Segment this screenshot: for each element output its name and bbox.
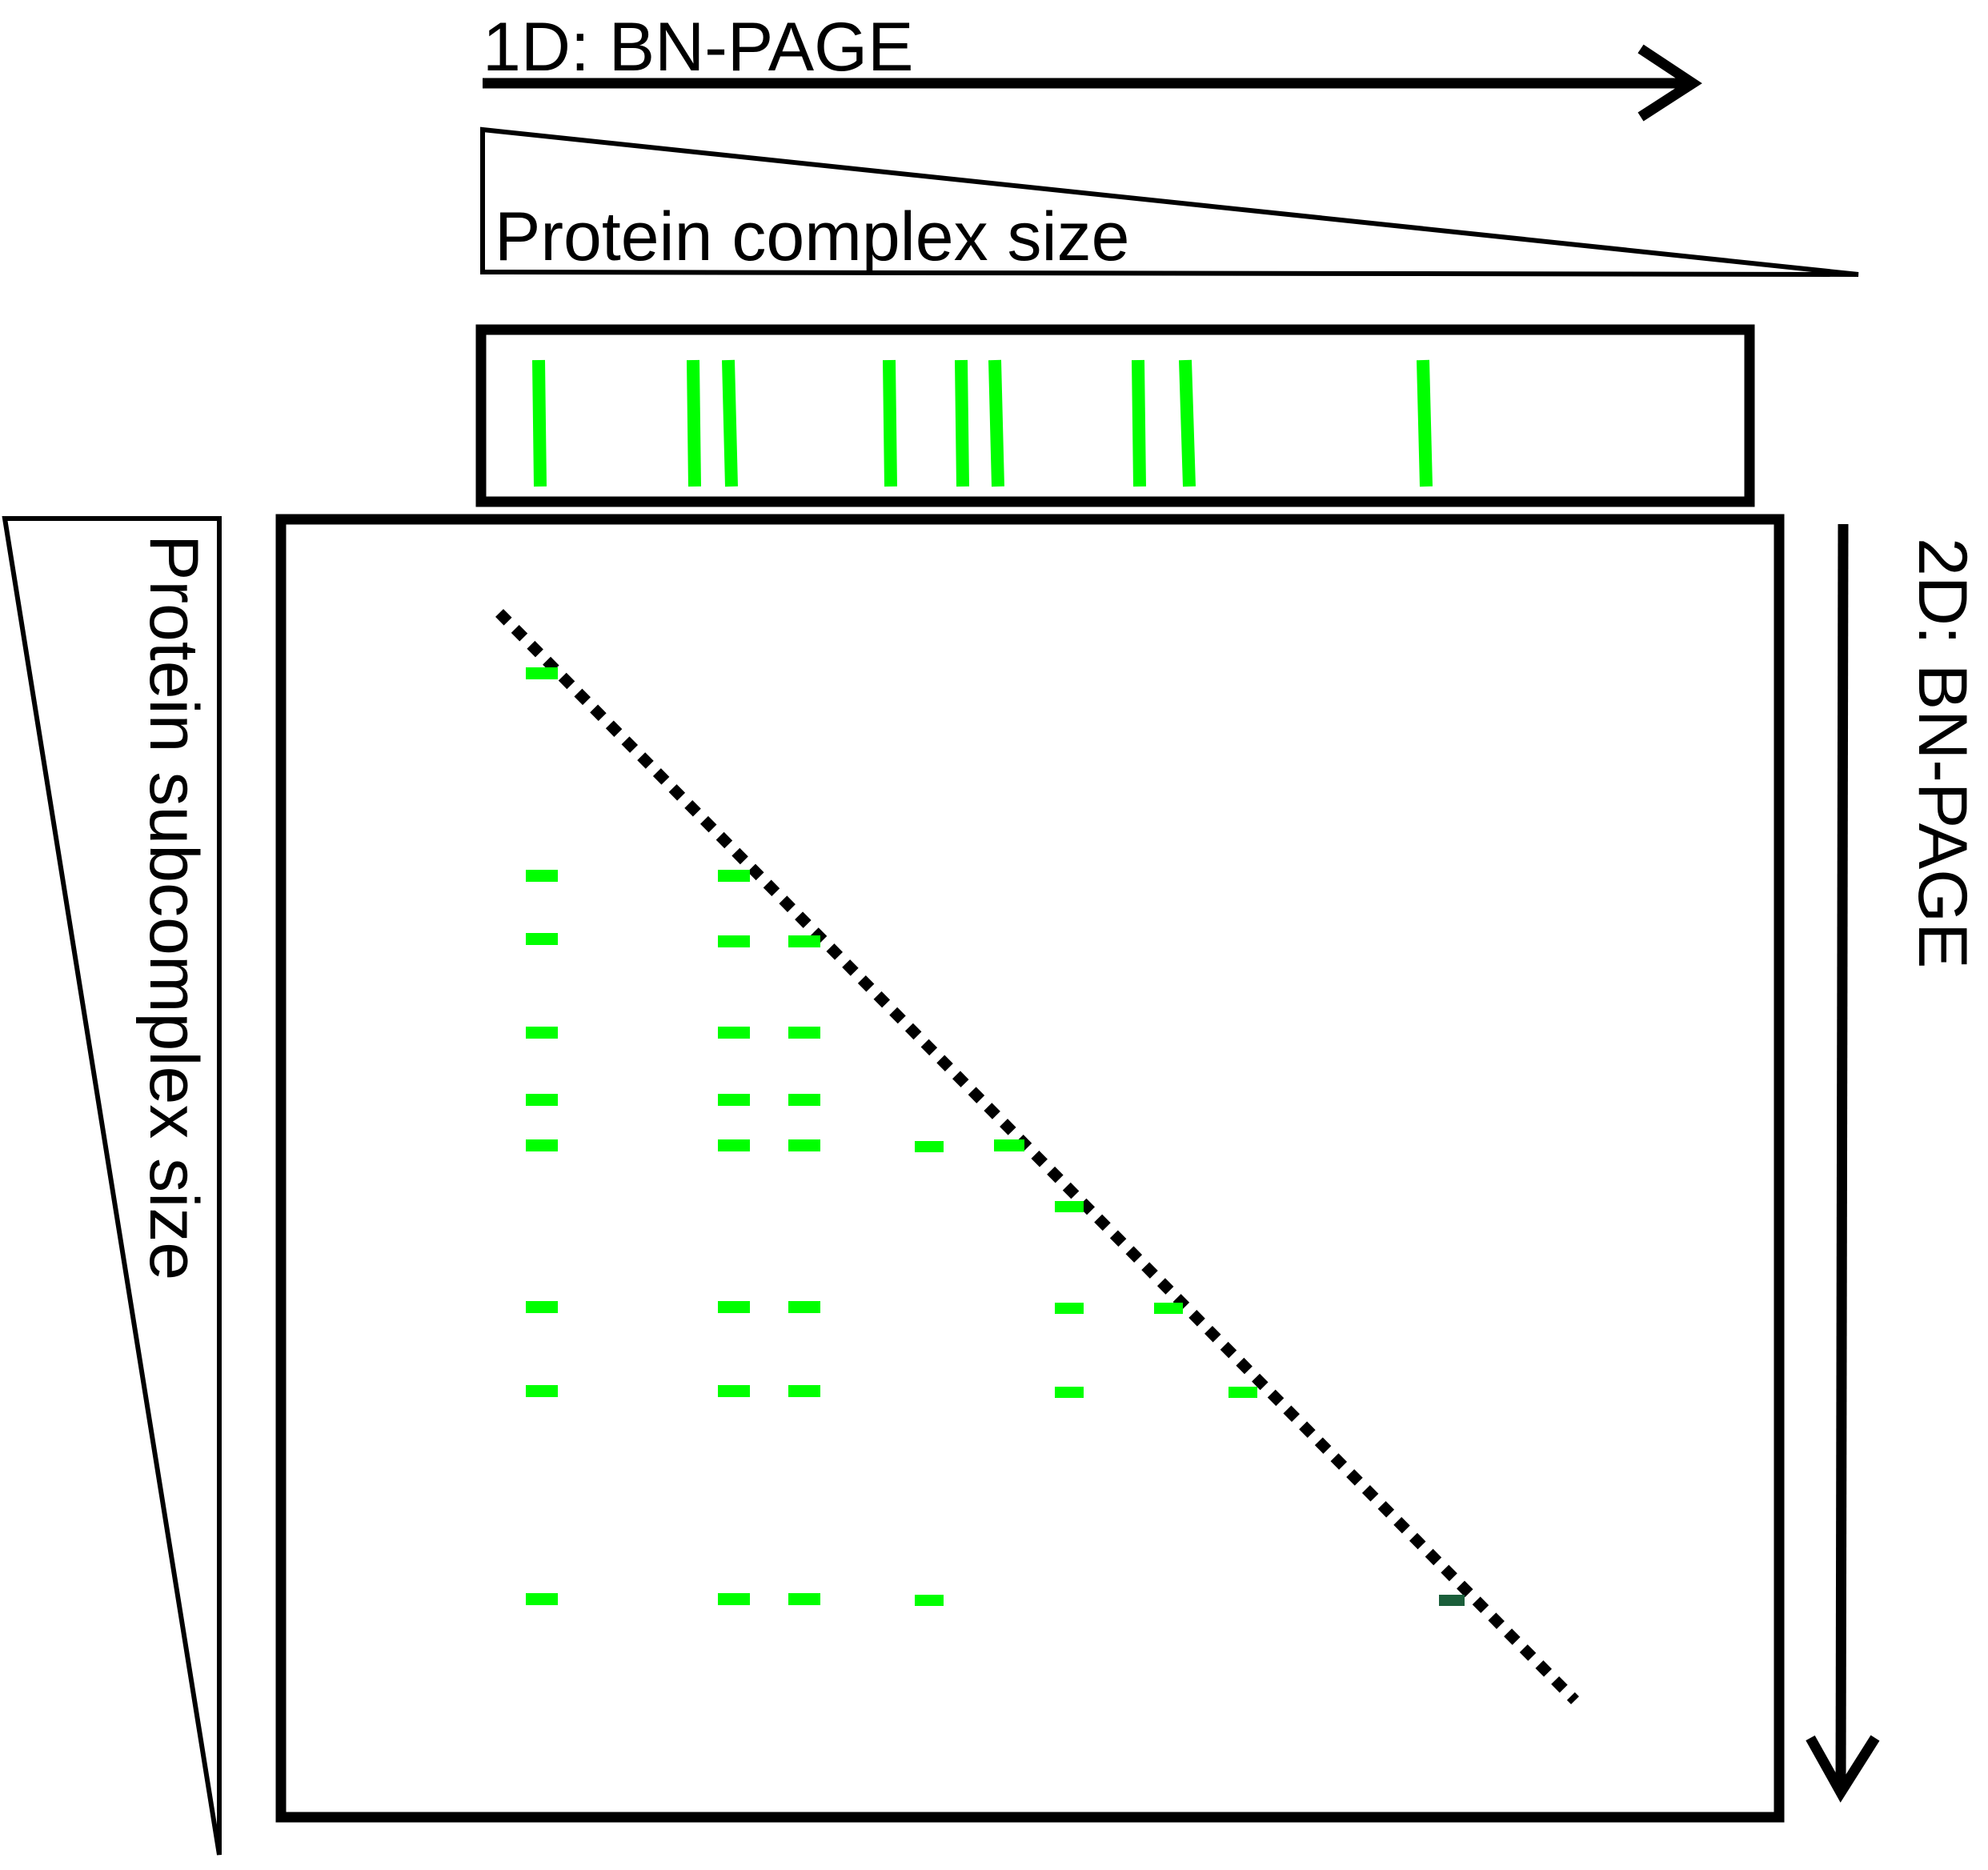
gel-spot xyxy=(526,1593,558,1605)
gel-spot xyxy=(718,1593,750,1605)
gel-spot xyxy=(788,1094,820,1106)
first-dimension-arrow xyxy=(483,44,1702,122)
gel-spot xyxy=(915,1141,944,1152)
gel-spot xyxy=(915,1595,944,1606)
gel-spot xyxy=(718,870,750,882)
second-dimension-label: 2D: BN-PAGE xyxy=(1904,538,1981,968)
gel-spot-dark xyxy=(1439,1595,1465,1606)
gel-spot xyxy=(788,1301,820,1313)
gel-spot xyxy=(788,1385,820,1397)
complex-size-label: Protein complex size xyxy=(495,198,1129,275)
gel-spot xyxy=(788,1139,820,1151)
gel-spot xyxy=(718,1094,750,1106)
gel-spot xyxy=(1055,1303,1084,1314)
gel-spot xyxy=(1154,1303,1183,1314)
first-dimension-gel-lane xyxy=(475,324,1755,507)
gel-spot xyxy=(788,1027,820,1039)
first-dimension-label: 1D: BN-PAGE xyxy=(483,9,913,86)
gel-spot xyxy=(788,1593,820,1605)
complex-size-wedge xyxy=(480,126,1859,277)
gel-spot xyxy=(718,1301,750,1313)
lane-band xyxy=(1417,359,1433,487)
gel-spot xyxy=(718,1139,750,1151)
gel-spot xyxy=(526,667,558,679)
second-dimension-gel xyxy=(275,514,1785,1823)
lane-band xyxy=(988,359,1004,487)
gel-spot xyxy=(994,1139,1024,1151)
second-dimension-arrow xyxy=(1806,523,1880,1803)
lane-band xyxy=(955,359,969,487)
gel-spot xyxy=(526,1385,558,1397)
lane-band xyxy=(1179,359,1196,487)
subcomplex-size-label: Protein subcomplex size xyxy=(135,535,212,1280)
gel-spot xyxy=(526,1027,558,1039)
gel-spot xyxy=(526,1301,558,1313)
gel-spot xyxy=(526,1094,558,1106)
gel-spot xyxy=(526,870,558,882)
second-dimension-spots xyxy=(526,667,1257,1606)
gel-spot xyxy=(1055,1387,1084,1398)
diagonal-line xyxy=(495,609,1579,1704)
gel-spot xyxy=(718,935,750,947)
lane-band xyxy=(722,359,738,487)
gel-spot xyxy=(1055,1201,1084,1212)
gel-spot xyxy=(1228,1387,1257,1398)
first-dimension-bands xyxy=(532,359,1433,487)
gel-spot xyxy=(526,1139,558,1151)
lane-band xyxy=(1132,359,1146,487)
subcomplex-size-wedge xyxy=(2,516,222,1856)
gel-spot xyxy=(718,1385,750,1397)
gel-spot xyxy=(788,935,820,947)
lane-band xyxy=(687,359,701,487)
gel-spot xyxy=(718,1027,750,1039)
lane-band xyxy=(532,359,547,487)
gel-spot xyxy=(526,933,558,945)
lane-band xyxy=(883,359,897,487)
